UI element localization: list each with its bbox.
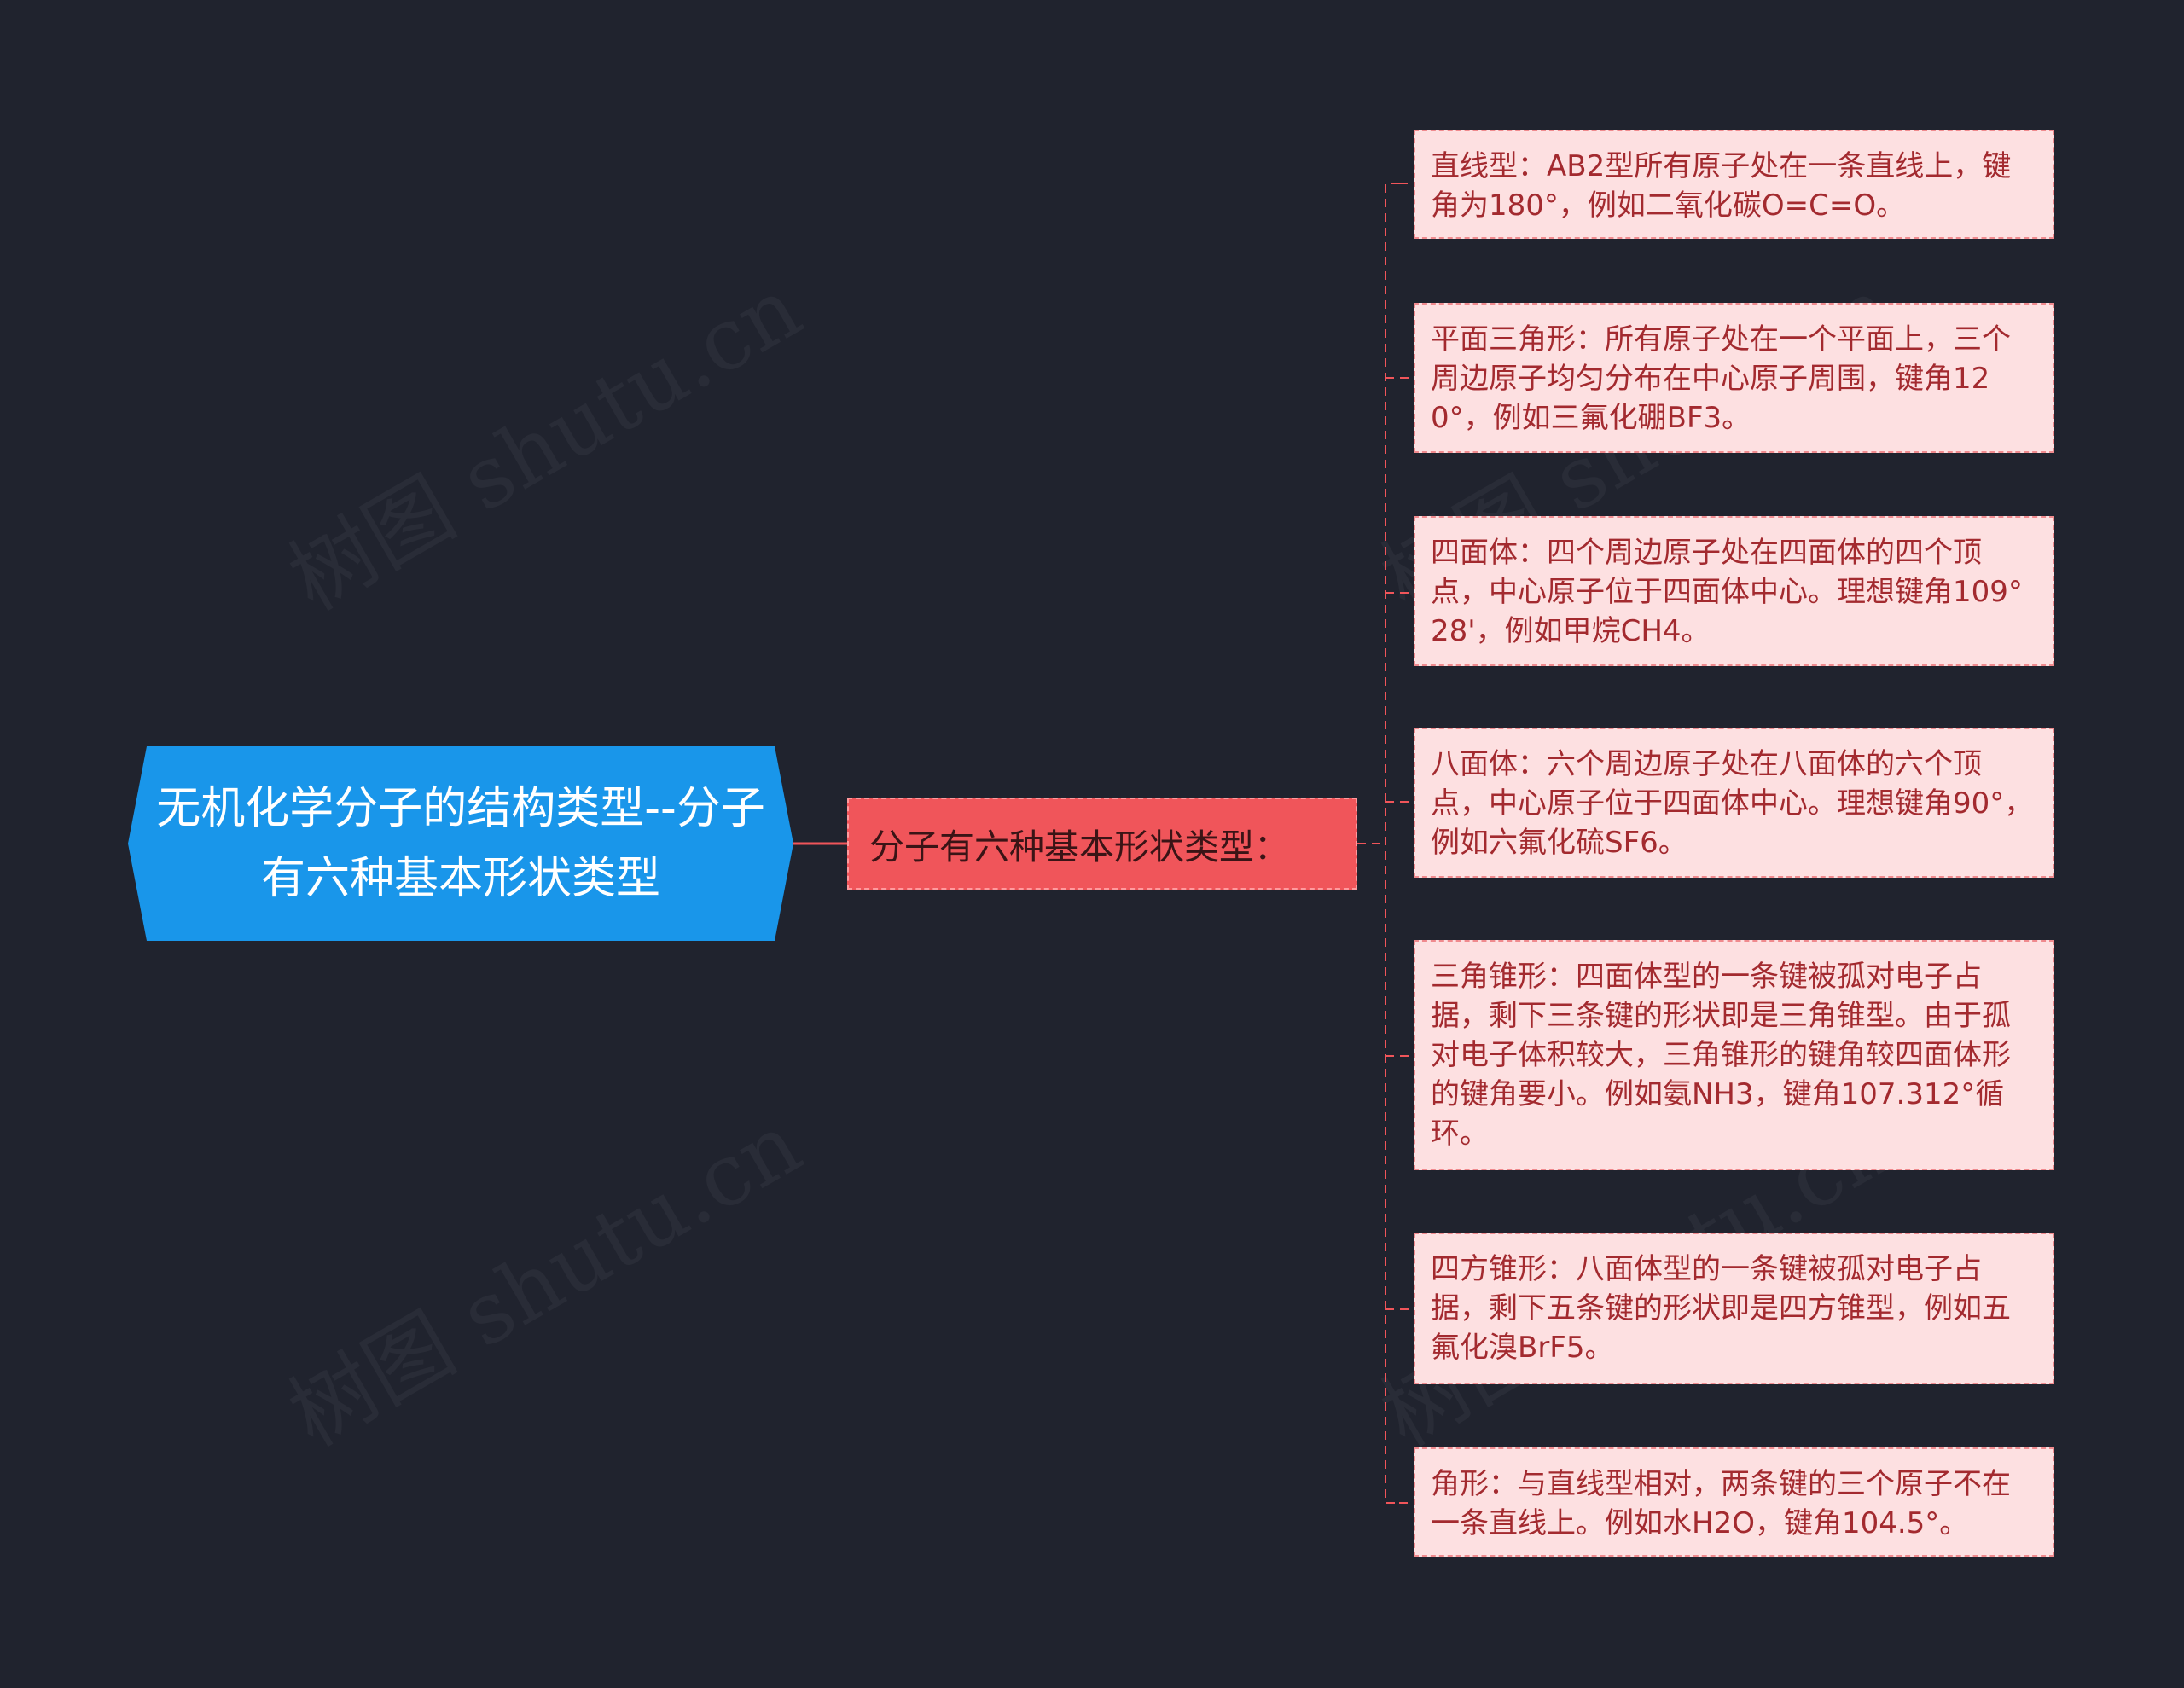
root-node[interactable]: 无机化学分子的结构类型--分子有六种基本形状类型 — [128, 746, 793, 941]
leaf-node[interactable]: 平面三角形：所有原子处在一个平面上，三个周边原子均匀分布在中心原子周围，键角12… — [1414, 303, 2054, 453]
leaf-node[interactable]: 角形：与直线型相对，两条键的三个原子不在一条直线上。例如水H2O，键角104.5… — [1414, 1447, 2054, 1557]
branch-label: 分子有六种基本形状类型： — [869, 827, 1289, 867]
leaf-node[interactable]: 直线型：AB2型所有原子处在一条直线上，键角为180°，例如二氧化碳O=C=O。 — [1414, 130, 2054, 239]
leaf-text: 八面体：六个周边原子处在八面体的六个顶点，中心原子位于四面体中心。理想键角90°… — [1431, 747, 2034, 860]
leaf-node[interactable]: 四方锥形：八面体型的一条键被孤对电子占据，剩下五条键的形状即是四方锥型，例如五氟… — [1414, 1233, 2054, 1384]
leaf-text: 平面三角形：所有原子处在一个平面上，三个周边原子均匀分布在中心原子周围，键角12… — [1431, 322, 2011, 435]
leaf-text: 四面体：四个周边原子处在四面体的四个顶点，中心原子位于四面体中心。理想键角109… — [1431, 536, 2023, 648]
leaf-spine — [1385, 183, 1399, 1504]
leaf-text: 直线型：AB2型所有原子处在一条直线上，键角为180°，例如二氧化碳O=C=O。 — [1431, 149, 2012, 223]
leaf-node[interactable]: 八面体：六个周边原子处在八面体的六个顶点，中心原子位于四面体中心。理想键角90°… — [1414, 728, 2054, 878]
leaf-text: 三角锥形：四面体型的一条键被孤对电子占据，剩下三条键的形状即是三角锥型。由于孤对… — [1431, 960, 2011, 1151]
leaf-text: 四方锥形：八面体型的一条键被孤对电子占据，剩下五条键的形状即是四方锥型，例如五氟… — [1431, 1252, 2011, 1365]
leaf-node[interactable]: 四面体：四个周边原子处在四面体的四个顶点，中心原子位于四面体中心。理想键角109… — [1414, 516, 2054, 666]
branch-node[interactable]: 分子有六种基本形状类型： — [847, 798, 1357, 890]
root-title: 无机化学分子的结构类型--分子有六种基本形状类型 — [156, 783, 765, 904]
leaf-node[interactable]: 三角锥形：四面体型的一条键被孤对电子占据，剩下三条键的形状即是三角锥型。由于孤对… — [1414, 940, 2054, 1170]
leaf-text: 角形：与直线型相对，两条键的三个原子不在一条直线上。例如水H2O，键角104.5… — [1431, 1467, 2011, 1540]
